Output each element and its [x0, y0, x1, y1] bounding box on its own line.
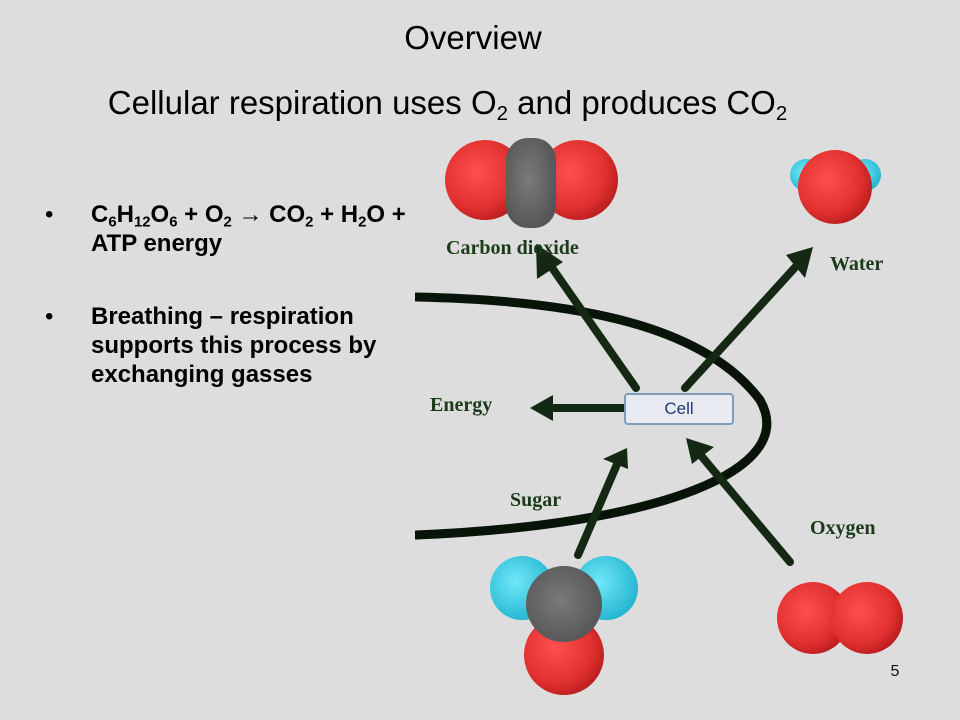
label-sugar: Sugar	[510, 489, 561, 511]
slide-subtitle: Cellular respiration uses O2 and produce…	[0, 80, 895, 126]
label-carbon-dioxide: Carbon dioxide	[446, 237, 579, 259]
arrow-from-oxygen	[694, 448, 794, 566]
label-oxygen: Oxygen	[810, 517, 876, 539]
subtitle-prefix: Cellular respiration uses O	[107, 84, 497, 121]
arrow-from-sugar	[574, 458, 622, 559]
subtitle-subscript-co2: 2	[775, 102, 788, 126]
arrow-to-carbon-dioxide	[544, 258, 640, 392]
bullet-marker: •	[45, 303, 54, 330]
equation-text: C	[91, 201, 109, 228]
equation-subscript: 2	[223, 214, 232, 231]
cell-membrane-curve	[415, 292, 772, 540]
arrowhead	[536, 244, 563, 279]
arrow-to-water	[681, 258, 804, 392]
label-water: Water	[830, 253, 883, 275]
equation-subscript: 2	[305, 214, 314, 231]
bullet-breathing-text: Breathing – respiration supports this pr…	[91, 303, 377, 388]
carbon-dioxide-molecule	[445, 138, 618, 228]
arrowhead	[603, 448, 628, 469]
equation-subscript: 2	[358, 214, 367, 231]
page-number: 5	[890, 663, 900, 680]
equation-subscript: 12	[133, 214, 151, 231]
respiration-diagram: Carbon dioxide Water Energy Sugar Oxygen	[415, 138, 903, 695]
equation-subscript: 6	[169, 214, 178, 231]
equation-subscript: 6	[108, 214, 117, 231]
sugar-molecule	[490, 556, 638, 695]
subtitle-subscript-o2: 2	[496, 102, 508, 126]
oxygen-molecule	[777, 582, 903, 654]
equation-text: O	[150, 201, 170, 228]
equation-text: O + ATP energy	[91, 201, 406, 257]
equation-text: + H	[313, 201, 359, 228]
bullet-list: • C6H12O6 + O2 → CO2 + H2O + ATP energy …	[40, 200, 410, 389]
arrowhead	[786, 247, 813, 278]
label-energy: Energy	[430, 394, 492, 416]
subtitle-middle: and produces CO	[508, 84, 776, 121]
equation-text: H	[116, 201, 134, 228]
bullet-marker: •	[45, 201, 54, 228]
arrowhead	[530, 395, 553, 421]
bullet-breathing: • Breathing – respiration supports this …	[40, 302, 410, 389]
water-molecule	[790, 150, 881, 224]
cell-label: Cell	[624, 393, 734, 425]
arrowhead	[686, 438, 714, 464]
bullet-equation: • C6H12O6 + O2 → CO2 + H2O + ATP energy	[40, 200, 410, 258]
equation-text: → CO	[231, 201, 306, 228]
equation-text: + O	[177, 201, 224, 228]
slide-title: Overview	[404, 19, 542, 56]
